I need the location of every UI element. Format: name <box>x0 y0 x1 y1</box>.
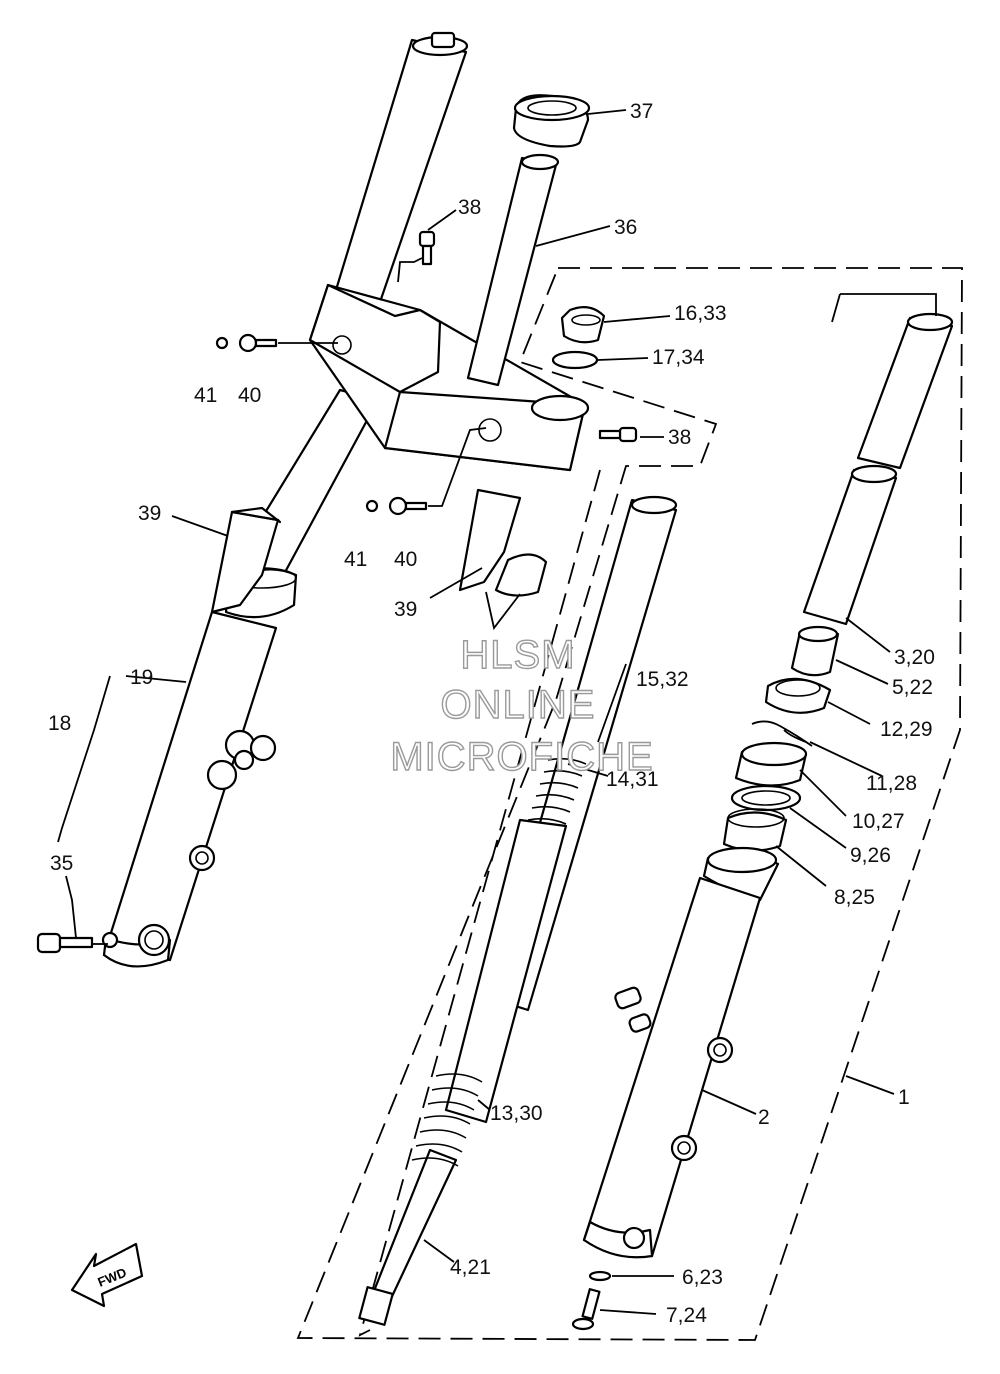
callout-12-29: 12,29 <box>880 718 933 741</box>
callout-40-lower: 40 <box>394 548 417 571</box>
slide-metal <box>722 808 788 852</box>
callout-15-32: 15,32 <box>636 668 689 691</box>
callout-18: 18 <box>48 712 71 735</box>
bolt-38-upper <box>418 230 436 266</box>
callout-11-28: 11,28 <box>866 772 917 795</box>
callout-9-26: 9,26 <box>850 844 891 867</box>
bearing-part <box>512 94 591 148</box>
rebound-spring <box>411 1073 483 1167</box>
callout-13-30: 13,30 <box>490 1102 543 1125</box>
group-boundary-inner <box>358 469 601 1337</box>
callout-41-lower: 41 <box>344 548 367 571</box>
callout-7-24: 7,24 <box>666 1304 707 1327</box>
callout-14-31: 14,31 <box>606 768 659 791</box>
retaining-ring <box>730 784 802 812</box>
leader-lines <box>57 109 937 1315</box>
callout-2: 2 <box>758 1106 770 1129</box>
gasket-6-23 <box>588 1270 612 1282</box>
fork-bracket-under <box>308 283 590 472</box>
o-ring <box>551 350 599 370</box>
slide-bushing <box>790 625 840 677</box>
watermark-line3: MICROFICHE <box>390 735 653 779</box>
group-boundary-outer <box>296 267 963 1341</box>
clip-11-28 <box>751 720 813 747</box>
cap-bolt <box>560 305 606 344</box>
watermark: HLSM ONLINE MICROFICHE <box>390 632 654 779</box>
callout-38-upper: 38 <box>458 196 481 219</box>
bolt-38-lower <box>598 426 638 443</box>
oil-seal <box>734 741 808 787</box>
bolt-7-24 <box>571 1288 601 1331</box>
callout-1: 1 <box>898 1086 910 1109</box>
callout-16-33: 16,33 <box>674 302 727 325</box>
callout-4-21: 4,21 <box>450 1256 491 1279</box>
callout-37: 37 <box>630 100 653 123</box>
callout-3-20: 3,20 <box>894 646 935 669</box>
callout-35: 35 <box>50 852 73 875</box>
watermark-line2: ONLINE <box>441 683 596 727</box>
steering-shaft <box>466 153 560 387</box>
damper-rod <box>358 818 568 1326</box>
callout-6-23: 6,23 <box>682 1266 723 1289</box>
watermark-line1: HLSM <box>460 633 575 677</box>
fork-cylinder-lower <box>802 464 898 626</box>
outer-tube <box>582 846 780 1259</box>
washer-12-29 <box>764 677 832 714</box>
callout-10-27: 10,27 <box>852 810 905 833</box>
callout-5-22: 5,22 <box>892 676 933 699</box>
cap-41-upper <box>215 336 229 350</box>
fork-leg-assembled <box>101 31 469 968</box>
bolt-40-upper <box>238 333 278 353</box>
fork-guard-39 <box>458 488 548 597</box>
short-spring <box>527 757 587 825</box>
callout-labels: 37 36 38 16,33 17,34 38 41 40 41 40 39 3… <box>48 100 935 1327</box>
callout-39-left: 39 <box>138 502 161 525</box>
bolt-40-lower <box>388 496 428 516</box>
callout-17-34: 17,34 <box>652 346 705 369</box>
bolt-35 <box>36 932 94 954</box>
callout-36: 36 <box>614 216 637 239</box>
callout-19: 19 <box>130 666 153 689</box>
callout-38-lower: 38 <box>668 426 691 449</box>
callout-40-upper: 40 <box>238 384 261 407</box>
fork-cylinder-upper <box>856 312 954 470</box>
callout-41-upper: 41 <box>194 384 217 407</box>
callout-39-right: 39 <box>394 598 417 621</box>
callout-8-25: 8,25 <box>834 886 875 909</box>
cap-41-lower <box>365 499 379 513</box>
fwd-arrow-icon: FWD <box>70 1242 144 1308</box>
